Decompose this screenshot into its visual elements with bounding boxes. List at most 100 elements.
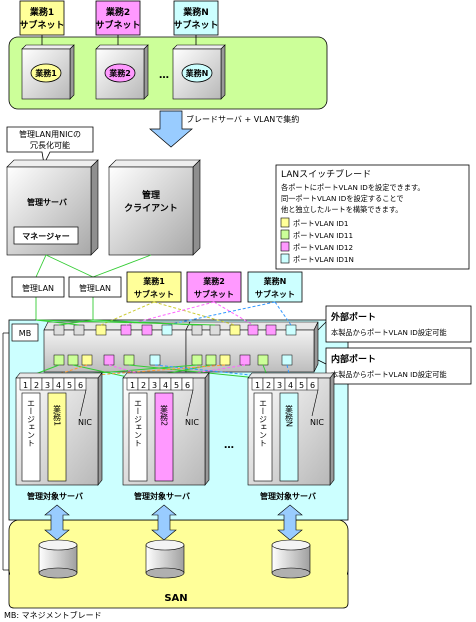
external-port-desc: 本製品からポートVLAN ID設定可能 <box>331 328 447 337</box>
management-server: 管理サーバ マネージャー <box>6 159 99 256</box>
business-group-panel <box>8 36 328 110</box>
top-subnet-2-name: 業務2 <box>105 6 130 18</box>
lower-subnet-n-name: 業務N <box>263 276 287 286</box>
server-2-nic: NIC <box>185 418 199 427</box>
top-subnet-2: 業務2 サブネット <box>95 0 141 36</box>
top-server-2-app: 業務2 <box>108 68 131 78</box>
manager-label: マネージャー <box>22 231 69 241</box>
server-1-port-3: 3 <box>45 381 50 390</box>
server-2-port-3: 3 <box>152 381 157 390</box>
callout-line-2: 冗長化可能 <box>30 140 70 150</box>
managed-server-1: 1 2 3 4 5 6 エージェント 業務1 NIC 管理対象サーバ <box>15 372 103 501</box>
server-n-port-4: 4 <box>288 381 293 390</box>
server-2-label: 管理対象サーバ <box>134 491 190 501</box>
top-subnet-1: 業務1 サブネット <box>19 0 65 36</box>
legend-item-3: ポートVLAN ID12 <box>293 243 353 252</box>
lan-switch-legend: LANスイッチブレード 各ポートにポートVLAN IDを設定できます。 同一ポー… <box>275 164 470 270</box>
top-server-2: 業務2 <box>95 44 149 100</box>
server-1-agent: エージェント <box>27 399 36 447</box>
lower-subnet-2-label: サブネット <box>194 289 234 299</box>
management-lan-2-label: 管理LAN <box>79 283 111 293</box>
management-server-title: 管理サーバ <box>27 197 67 207</box>
management-client-line-1: 管理 <box>142 189 160 201</box>
lan-switch-blade-2 <box>185 321 319 373</box>
server-n-label: 管理対象サーバ <box>260 491 316 501</box>
legend-desc-2: 同一ポートVLAN IDを設定することで <box>281 194 404 203</box>
management-client: 管理 クライアント <box>108 159 201 256</box>
server-n-nic: NIC <box>310 418 324 427</box>
server-1-label: 管理対象サーバ <box>27 491 83 501</box>
business-subnet-group: 業務1 サブネット 業務2 サブネット 業務N サブネット 業務1 <box>8 0 328 110</box>
management-blade-label: MB <box>19 329 31 338</box>
lower-subnet-n-label: サブネット <box>255 289 295 299</box>
san-label: SAN <box>164 593 187 604</box>
top-server-1: 業務1 <box>21 44 75 100</box>
server-1-port-6: 6 <box>78 381 83 390</box>
internal-port-callout: 内部ポート 本製品からポートVLAN ID設定可能 <box>317 347 472 385</box>
top-server-n: 業務N <box>172 44 226 100</box>
lower-subnet-1-label: サブネット <box>134 289 174 299</box>
blade-ellipsis: … <box>224 440 234 451</box>
management-client-line-2: クライアント <box>124 203 178 214</box>
lower-subnet-2: 業務2 サブネット <box>186 271 242 303</box>
top-subnet-n-label: サブネット <box>173 19 218 31</box>
server-1-port-4: 4 <box>56 381 61 390</box>
external-port-title: 外部ポート <box>330 311 376 323</box>
server-2-port-2: 2 <box>141 381 146 390</box>
legend-item-4: ポートVLAN ID1N <box>293 255 354 264</box>
storage-disk-n <box>271 539 311 579</box>
server-n-port-1: 1 <box>255 381 260 390</box>
server-n-agent: エージェント <box>259 399 268 447</box>
callout-line-1: 管理LAN用NICの <box>19 129 81 139</box>
server-2-port-5: 5 <box>174 381 179 390</box>
server-n-port-5: 5 <box>299 381 304 390</box>
management-lan-2: 管理LAN <box>68 276 122 298</box>
external-port-callout: 外部ポート 本製品からポートVLAN ID設定可能 <box>317 305 472 343</box>
server-n-port-3: 3 <box>277 381 282 390</box>
server-2-port-6: 6 <box>185 381 190 390</box>
top-server-n-app: 業務N <box>185 68 209 78</box>
server-1-port-2: 2 <box>34 381 39 390</box>
legend-swatch-1 <box>280 217 290 228</box>
subnet-port-wiring <box>35 301 292 326</box>
internal-port-desc: 本製品からポートVLAN ID設定可能 <box>331 370 447 379</box>
footnote: MB: マネジメントブレード <box>4 610 102 620</box>
server-2-port-1: 1 <box>130 381 135 390</box>
legend-desc-3: 他と独立したルートを構築できます。 <box>281 205 402 214</box>
server-1-port-1: 1 <box>23 381 28 390</box>
server-2-agent: エージェント <box>134 399 143 447</box>
legend-item-1: ポートVLAN ID1 <box>293 219 348 228</box>
top-subnet-1-label: サブネット <box>19 19 64 31</box>
storage-disk-2 <box>145 539 185 579</box>
legend-swatch-3 <box>280 241 290 252</box>
consolidation-arrow: ブレードサーバ + VLANで集約 <box>149 110 299 148</box>
lower-subnet-1: 業務1 サブネット <box>126 271 182 303</box>
lower-subnet-n: 業務N サブネット <box>247 271 303 303</box>
management-lan-1: 管理LAN <box>11 276 65 298</box>
lower-subnet-2-name: 業務2 <box>202 276 225 286</box>
server-1-port-5: 5 <box>67 381 72 390</box>
top-subnet-n: 業務N サブネット <box>173 0 219 36</box>
legend-desc-1: 各ポートにポートVLAN IDを設定できます。 <box>281 183 425 192</box>
management-lan-wiring <box>35 254 152 320</box>
top-subnet-1-name: 業務1 <box>29 6 54 18</box>
legend-swatch-2 <box>280 229 290 240</box>
legend-swatch-4 <box>280 253 290 264</box>
server-n-port-2: 2 <box>266 381 271 390</box>
server-1-app: 業務1 <box>53 404 62 426</box>
managed-server-n: 1 2 3 4 5 6 エージェント 業務N NIC 管理対象サーバ <box>247 372 335 501</box>
top-subnet-n-name: 業務N <box>182 6 209 18</box>
internal-port-title: 内部ポート <box>331 353 376 365</box>
server-2-port-4: 4 <box>163 381 168 390</box>
managed-server-2: 1 2 3 4 5 6 エージェント 業務2 NIC 管理対象サーバ <box>122 372 210 501</box>
top-server-1-app: 業務1 <box>34 68 57 78</box>
top-ellipsis: … <box>159 70 169 81</box>
top-subnet-2-label: サブネット <box>95 19 140 31</box>
server-n-app: 業務N <box>285 404 294 427</box>
legend-title: LANスイッチブレード <box>281 168 371 180</box>
lan-switch-blade-1 <box>43 321 191 373</box>
management-lan-1-label: 管理LAN <box>22 283 54 293</box>
lower-subnet-1-name: 業務1 <box>142 276 165 286</box>
server-2-app: 業務2 <box>160 404 169 426</box>
